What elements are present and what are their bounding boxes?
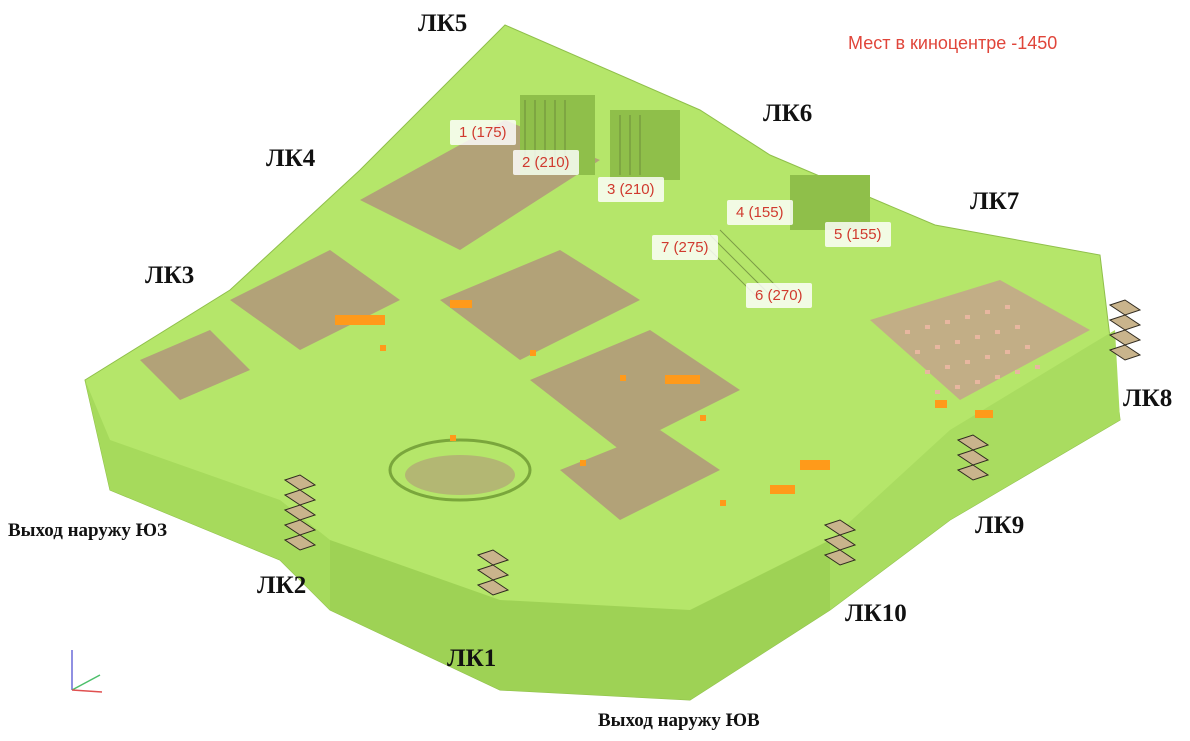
stair-label-lk5: ЛК5 bbox=[418, 10, 468, 37]
axis-gizmo bbox=[71, 650, 103, 693]
wall-southwest bbox=[85, 380, 330, 610]
hall-label-5: 5 (155) bbox=[825, 222, 891, 247]
wall-southeast bbox=[330, 540, 830, 700]
stair-label-lk2: ЛК2 bbox=[257, 572, 307, 599]
stair-label-lk6: ЛК6 bbox=[763, 100, 813, 127]
rotunda bbox=[388, 438, 532, 502]
hall-interior bbox=[790, 175, 870, 230]
stair-plates bbox=[283, 299, 1142, 596]
total-seats-label: Мест в киноцентре -1450 bbox=[848, 33, 1058, 53]
exit-label-southwest: Выход наружу ЮЗ bbox=[8, 520, 168, 541]
exit-label-southeast: Выход наружу ЮВ bbox=[598, 710, 760, 731]
hall-label-7: 7 (275) bbox=[652, 235, 718, 260]
hall-label-3: 3 (210) bbox=[598, 177, 664, 202]
stair-label-lk10: ЛК10 bbox=[845, 600, 907, 627]
stair-label-lk8: ЛК8 bbox=[1123, 385, 1173, 412]
rotunda-floor bbox=[405, 455, 515, 495]
floor-area bbox=[870, 280, 1090, 400]
stair-label-lk3: ЛК3 bbox=[145, 262, 195, 289]
stair-label-lk9: ЛК9 bbox=[975, 512, 1025, 539]
hall-label-1: 1 (175) bbox=[450, 120, 516, 145]
floor-area bbox=[530, 330, 740, 450]
stair-label-lk4: ЛК4 bbox=[266, 145, 316, 172]
stair-label-lk7: ЛК7 bbox=[970, 188, 1020, 215]
furniture bbox=[335, 300, 993, 506]
hall-label-6: 6 (270) bbox=[746, 283, 812, 308]
hall-label-2: 2 (210) bbox=[513, 150, 579, 175]
hall-interior bbox=[610, 110, 680, 180]
floor-area bbox=[140, 330, 250, 400]
floor-area bbox=[440, 250, 640, 360]
floor-area bbox=[560, 430, 720, 520]
floor-area bbox=[230, 250, 400, 350]
stair-label-lk1: ЛК1 bbox=[447, 645, 497, 672]
hall-label-4: 4 (155) bbox=[727, 200, 793, 225]
